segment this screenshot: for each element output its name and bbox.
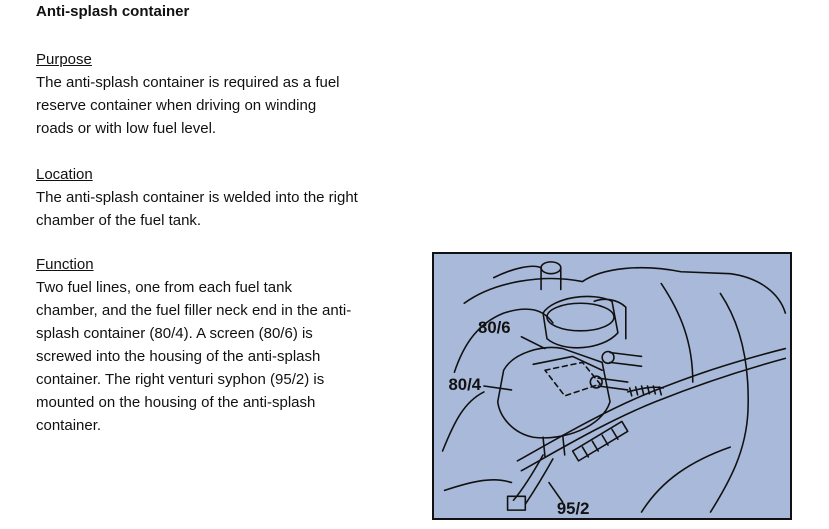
venturi-syphon-ribs <box>581 428 619 458</box>
filler-neck-cap <box>540 261 562 275</box>
purpose-heading: Purpose <box>36 51 92 68</box>
fitting-nut <box>601 350 615 365</box>
fitting-nut <box>589 375 603 389</box>
callout-leader-95-2 <box>548 481 564 504</box>
diagram-illustration: 80/6 80/4 95/2 <box>441 261 787 518</box>
function-line: container. The right venturi syphon (95/… <box>36 371 325 388</box>
syphon-line <box>512 454 544 502</box>
fuel-line <box>516 347 787 462</box>
tank-contour-line <box>640 446 731 513</box>
fitting-pipe <box>597 377 629 391</box>
location-line: The anti-splash container is welded into… <box>36 189 358 206</box>
filler-neck <box>540 267 562 291</box>
page-title: Anti-splash container <box>36 3 190 20</box>
tank-contour-line <box>441 391 485 452</box>
function-line: container. <box>36 417 102 434</box>
fitting-pipe <box>609 351 643 368</box>
purpose-text: The anti-splash container is required as… <box>36 71 416 140</box>
screen-housing-top <box>546 302 615 332</box>
function-line: chamber, and the fuel filler neck end in… <box>36 302 352 319</box>
location-line: chamber of the fuel tank. <box>36 212 202 229</box>
tank-contour-line <box>493 265 542 279</box>
purpose-section: Purpose The anti-splash container is req… <box>36 49 416 140</box>
tank-contour-line <box>660 282 694 383</box>
callout-80-6: 80/6 <box>478 318 511 337</box>
purpose-line: roads or with low fuel level. <box>36 120 217 137</box>
callout-80-4: 80/4 <box>448 375 481 394</box>
callout-leader-80-6 <box>520 335 546 350</box>
venturi-syphon-body <box>571 420 629 462</box>
purpose-line: reserve container when driving on windin… <box>36 97 317 114</box>
function-line: splash container (80/4). A screen (80/6)… <box>36 325 313 342</box>
screen-hidden-outline <box>544 361 601 397</box>
fuel-line <box>520 357 787 472</box>
purpose-line: The anti-splash container is required as… <box>36 74 340 91</box>
location-section: Location The anti-splash container is we… <box>36 164 416 232</box>
corrugated-hose-ribs <box>628 385 663 397</box>
callout-95-2: 95/2 <box>557 499 590 518</box>
anti-splash-container-body <box>496 346 611 439</box>
screen-bracket <box>593 298 627 340</box>
screen-housing <box>542 295 619 349</box>
syphon-fitting <box>506 495 527 511</box>
location-heading: Location <box>36 166 93 183</box>
function-line: Two fuel lines, one from each fuel tank <box>36 279 292 296</box>
function-heading: Function <box>36 256 94 273</box>
syphon-line <box>524 458 554 505</box>
tank-contour-line <box>443 478 513 492</box>
tank-contour-line <box>709 292 749 513</box>
tank-contour-line <box>463 266 787 314</box>
function-line: mounted on the housing of the anti-splas… <box>36 394 316 411</box>
container-seam <box>532 355 603 372</box>
container-outlet <box>542 434 566 458</box>
function-section: Function Two fuel lines, one from each f… <box>36 254 416 437</box>
function-line: screwed into the housing of the anti-spl… <box>36 348 321 365</box>
tank-contour-line <box>453 308 554 373</box>
anti-splash-container-diagram: 80/6 80/4 95/2 <box>432 252 792 520</box>
location-text: The anti-splash container is welded into… <box>36 186 416 232</box>
function-text: Two fuel lines, one from each fuel tank … <box>36 276 416 437</box>
callout-leader-80-4 <box>483 385 513 391</box>
